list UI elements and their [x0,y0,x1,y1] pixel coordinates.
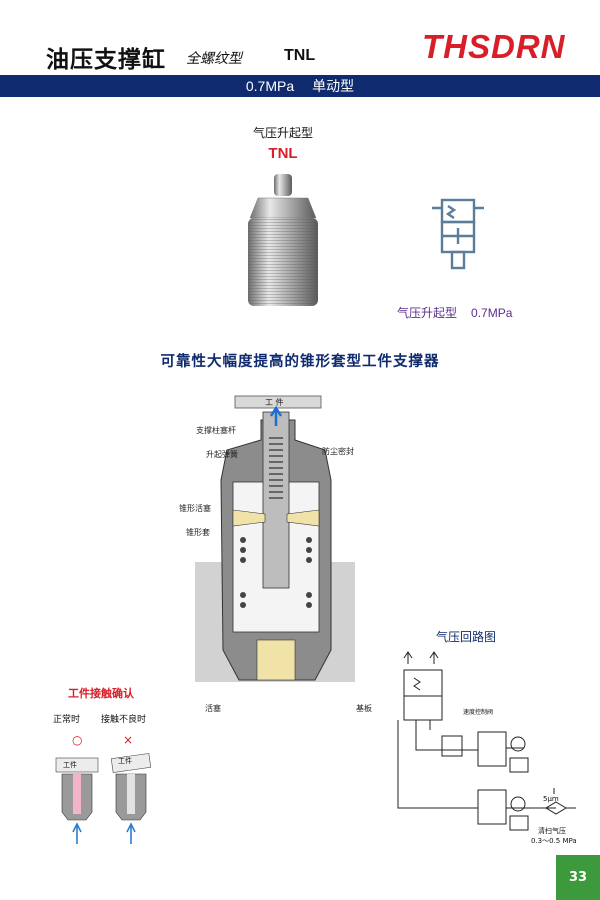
symbol-pressure: 0.7MPa [471,306,513,320]
contact-check-diagram [55,753,152,844]
pneumatic-circuit [397,651,576,831]
page-subtitle: 全螺纹型 [186,51,242,67]
label-cone-sleeve: 锥形套 [186,528,210,537]
circuit-title: 气压回路图 [436,630,497,644]
symbol-caption: 气压升起型 0.7MPa [397,304,512,321]
product-photo [248,174,318,306]
valve-symbol [432,198,484,270]
workpiece-label-normal: 工件 [63,761,77,769]
label-workpiece: 工 件 [265,398,284,407]
label-piston: 活塞 [205,704,221,713]
bad-label: 接触不良时 [101,715,147,725]
label-cone-piston: 锥形活塞 [179,504,211,513]
header-model: TNL [284,47,316,64]
spec-band: 0.7MPa 单动型 [0,75,600,97]
band-pressure: 0.7MPa [245,78,295,94]
bad-mark: × [123,733,134,747]
product-caption: 气压升起型 [252,126,313,140]
normal-label: 正常时 [53,715,81,725]
section-headline: 可靠性大幅度提高的锥形套型工件支撑器 [160,353,440,370]
brand-logo: THSDRN [422,28,566,65]
contact-check-title: 工件接触确认 [68,687,134,700]
label-seal: 防尘密封 [322,447,354,456]
air-range-label: 0.3～0.5 MPa [531,837,577,845]
normal-mark: ○ [72,733,83,747]
workpiece-label-bad: 工件 [118,757,132,765]
page-number: 33 [556,855,600,900]
air-label: 清扫气压 [538,827,566,835]
cross-section-diagram [195,395,355,682]
speed-valve-label: 速度控制阀 [463,709,494,716]
page-title: 油压支撑缸 [46,47,166,73]
filter-label: 5μm [543,795,559,803]
product-model: TNL [268,145,298,162]
label-spring: 升起弹簧 [206,450,238,459]
label-base-plate: 基板 [356,704,372,713]
band-type: 单动型 [312,79,355,95]
label-rod: 支撑柱塞杆 [196,426,236,435]
symbol-caption-text: 气压升起型 [397,306,458,320]
